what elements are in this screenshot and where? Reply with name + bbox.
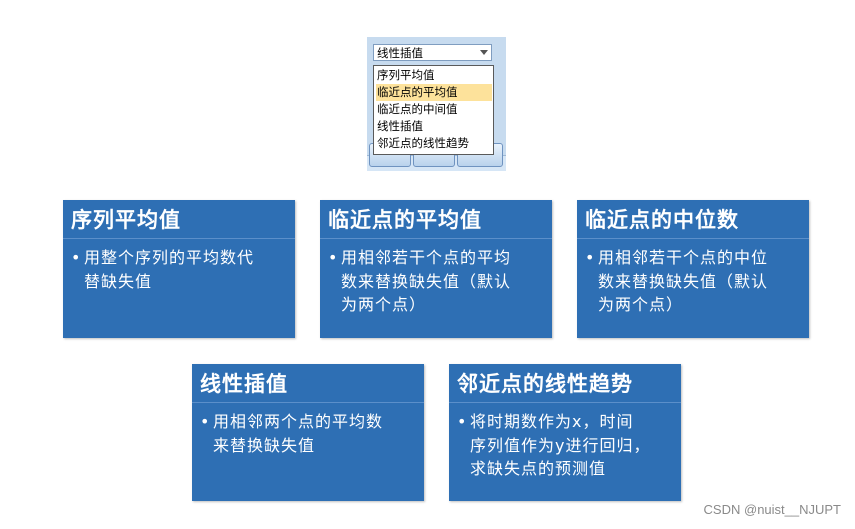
option-sequence-mean[interactable]: 序列平均值 (377, 68, 435, 82)
card-text-line: 为两个点） (341, 295, 427, 314)
interpolation-method-dropdown-widget: 线性插值 序列平均值 临近点的平均值 临近点的中间值 线性插值 邻近点的线性趋势 (367, 37, 506, 171)
card-nearby-linear-trend: 邻近点的线性趋势 •将时期数作为x，时间 序列值作为y进行回归， 求缺失点的预测… (449, 364, 681, 501)
card-divider (63, 238, 295, 239)
watermark: CSDN @nuist__NJUPT (703, 502, 841, 517)
card-text-line: 为两个点） (598, 295, 684, 314)
card-text-line: 用相邻若干个点的平均 (341, 248, 512, 267)
card-text-line: 替缺失值 (84, 271, 153, 291)
card-text-line: 将时期数作为x，时间 (470, 412, 634, 431)
chevron-down-icon[interactable] (480, 50, 488, 55)
card-linear-interpolation: 线性插值 •用相邻两个点的平均数 来替换缺失值 (192, 364, 424, 501)
bullet-icon: • (457, 412, 468, 431)
card-sequence-mean: 序列平均值 •用整个序列的平均数代 替缺失值 (63, 200, 295, 338)
bullet-icon: • (328, 248, 339, 267)
option-linear-interpolation[interactable]: 线性插值 (377, 119, 423, 133)
bullet-icon: • (200, 412, 211, 431)
card-nearby-mean: 临近点的平均值 •用相邻若干个点的平均 数来替换缺失值（默认 为两个点） (320, 200, 552, 338)
card-body: •用整个序列的平均数代 替缺失值 (71, 246, 287, 293)
card-title: 临近点的中位数 (585, 208, 739, 232)
method-options-list: 序列平均值 临近点的平均值 临近点的中间值 线性插值 邻近点的线性趋势 (373, 65, 494, 155)
card-body: •用相邻两个点的平均数 来替换缺失值 (200, 410, 416, 457)
bullet-icon: • (585, 248, 596, 267)
card-body: •用相邻若干个点的平均 数来替换缺失值（默认 为两个点） (328, 246, 544, 317)
card-divider (192, 402, 424, 403)
card-title: 序列平均值 (71, 208, 181, 232)
card-nearby-median: 临近点的中位数 •用相邻若干个点的中位 数来替换缺失值（默认 为两个点） (577, 200, 809, 338)
card-title: 线性插值 (200, 372, 288, 396)
bullet-icon: • (71, 248, 82, 267)
card-title: 临近点的平均值 (328, 208, 482, 232)
card-text-line: 求缺失点的预测值 (470, 459, 607, 478)
card-body: •用相邻若干个点的中位 数来替换缺失值（默认 为两个点） (585, 246, 801, 317)
card-text-line: 用相邻两个点的平均数 (213, 412, 384, 431)
card-text-line: 用相邻若干个点的中位 (598, 248, 769, 267)
card-title: 邻近点的线性趋势 (457, 372, 633, 396)
card-text-line: 来替换缺失值 (213, 435, 316, 455)
option-nearby-mean[interactable]: 临近点的平均值 (376, 84, 492, 101)
card-text-line: 数来替换缺失值（默认 (598, 271, 769, 291)
option-nearby-median[interactable]: 临近点的中间值 (377, 102, 458, 116)
card-divider (320, 238, 552, 239)
combobox-selected-value: 线性插值 (377, 46, 423, 60)
option-nearby-linear-trend[interactable]: 邻近点的线性趋势 (377, 136, 469, 150)
card-text-line: 序列值作为y进行回归， (470, 435, 651, 455)
card-divider (577, 238, 809, 239)
card-divider (449, 402, 681, 403)
method-combobox[interactable]: 线性插值 (373, 44, 492, 61)
card-text-line: 数来替换缺失值（默认 (341, 271, 512, 291)
card-body: •将时期数作为x，时间 序列值作为y进行回归， 求缺失点的预测值 (457, 410, 673, 481)
card-text-line: 用整个序列的平均数代 (84, 248, 255, 267)
